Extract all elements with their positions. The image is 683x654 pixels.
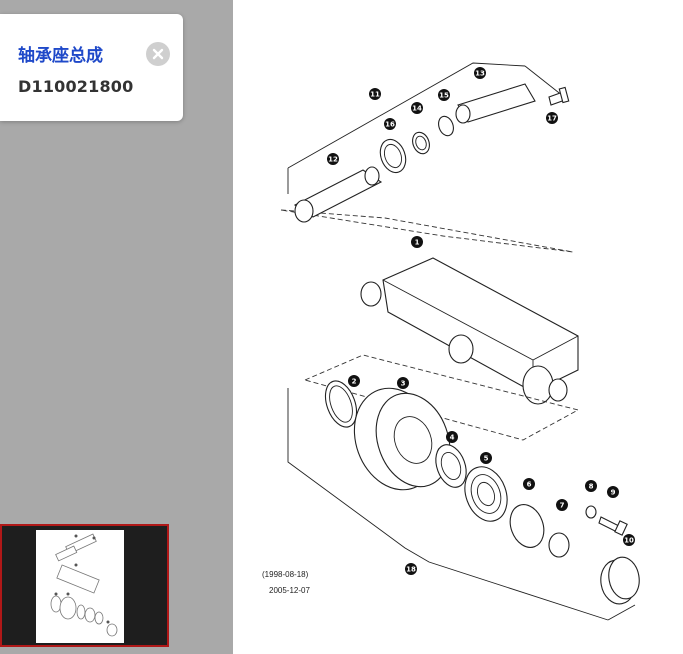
svg-text:11: 11 [370, 91, 380, 99]
callout-6[interactable]: 6 [523, 478, 535, 490]
callout-15[interactable]: 15 [438, 89, 450, 101]
close-button[interactable] [146, 42, 170, 66]
part-6-circlip [509, 504, 545, 548]
svg-text:12: 12 [328, 156, 338, 164]
svg-text:13: 13 [475, 70, 485, 78]
svg-text:7: 7 [560, 502, 565, 510]
svg-text:15: 15 [439, 92, 449, 100]
part-3-wheel [353, 387, 451, 491]
callout-1[interactable]: 1 [411, 236, 423, 248]
callout-17[interactable]: 17 [546, 112, 558, 124]
part-13-pin [455, 83, 536, 124]
svg-text:8: 8 [589, 483, 594, 491]
callout-11[interactable]: 11 [369, 88, 381, 100]
diagram-viewer[interactable]: 1 2 3 4 5 6 7 8 9 10 11 12 13 14 15 16 1… [233, 0, 683, 654]
svg-text:2: 2 [352, 378, 357, 386]
left-panel: 轴承座总成 D110021800 [0, 0, 233, 654]
part-title: 轴承座总成 [18, 46, 103, 66]
group-bracket-bottom [287, 388, 636, 621]
callout-14[interactable]: 14 [411, 102, 423, 114]
svg-text:1: 1 [415, 239, 420, 247]
part-5-bearing [464, 466, 508, 522]
part-2-ring [324, 380, 358, 428]
close-circle-icon [147, 43, 169, 65]
callout-16[interactable]: 16 [384, 118, 396, 130]
svg-text:16: 16 [385, 121, 395, 129]
svg-text:9: 9 [611, 489, 616, 497]
callout-7[interactable]: 7 [556, 499, 568, 511]
callout-9[interactable]: 9 [607, 486, 619, 498]
part-code: D110021800 [18, 77, 134, 96]
part-info-card: 轴承座总成 D110021800 [0, 14, 183, 121]
svg-text:17: 17 [547, 115, 557, 123]
callout-3[interactable]: 3 [397, 377, 409, 389]
callout-2[interactable]: 2 [348, 375, 360, 387]
part-7-washer [548, 532, 570, 558]
callout-4[interactable]: 4 [446, 431, 458, 443]
part-16-ring [379, 138, 407, 174]
part-9-bolt [598, 516, 628, 536]
part-15-ring [438, 115, 454, 137]
dashed-guide-middle [303, 354, 580, 441]
dashed-guide-upper [280, 209, 574, 253]
part-14-ring [412, 131, 430, 155]
part-8-washer [585, 505, 597, 519]
svg-text:10: 10 [624, 537, 634, 545]
part-10-cap [600, 556, 640, 605]
svg-text:6: 6 [527, 481, 532, 489]
svg-text:5: 5 [484, 455, 489, 463]
group-bracket-top [287, 62, 526, 194]
thumbnail-strip[interactable] [0, 524, 169, 647]
diagram-thumbnail-image [50, 533, 118, 637]
svg-text:4: 4 [450, 434, 455, 442]
part-17-bolt [548, 86, 570, 106]
bracket-line-17 [524, 65, 564, 97]
svg-text:18: 18 [406, 566, 416, 574]
callout-12[interactable]: 12 [327, 153, 339, 165]
callout-8[interactable]: 8 [585, 480, 597, 492]
part-12-shaft [293, 166, 383, 223]
diagram-thumbnail[interactable] [36, 530, 124, 643]
callout-10[interactable]: 10 [623, 534, 635, 546]
callout-5[interactable]: 5 [480, 452, 492, 464]
callout-13[interactable]: 13 [474, 67, 486, 79]
exploded-parts-diagram: 1 2 3 4 5 6 7 8 9 10 11 12 13 14 15 16 1… [280, 62, 640, 621]
part-1-bearing-housing [360, 257, 579, 405]
svg-text:14: 14 [412, 105, 422, 113]
diagram-date-revised: 2005-12-07 [269, 586, 310, 595]
svg-text:3: 3 [401, 380, 406, 388]
callout-18[interactable]: 18 [405, 563, 417, 575]
diagram-date-original: (1998-08-18) [262, 570, 309, 579]
